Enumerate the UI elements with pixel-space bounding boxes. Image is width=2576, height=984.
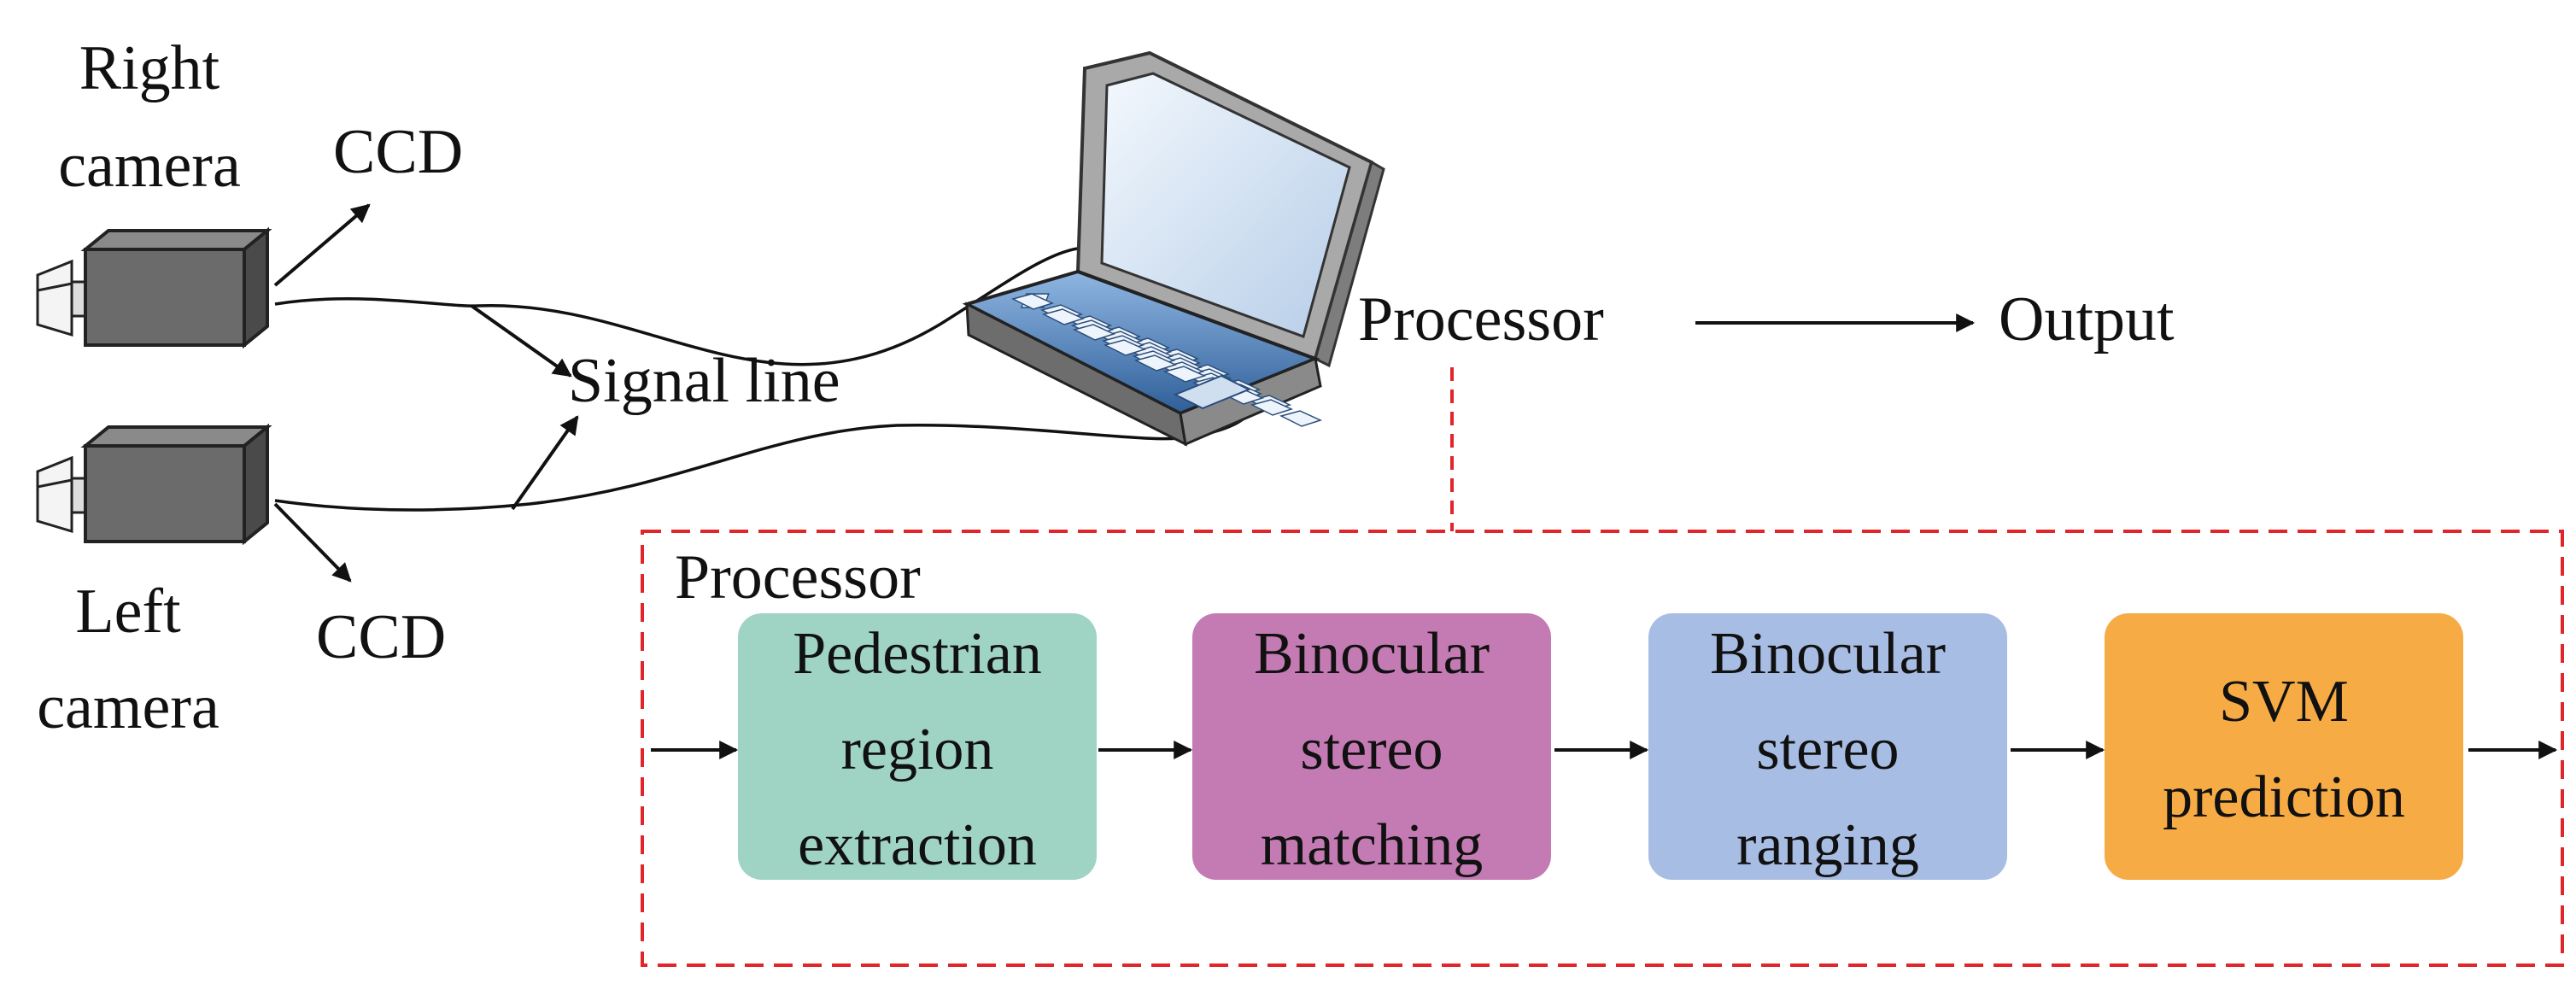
stage-box-ranging [1648,613,2007,880]
signal-line-label: Signal line [568,346,840,416]
ccd-bottom-arrow [273,502,352,583]
stage-pedestrian-text-2: region [841,717,994,782]
stage-pedestrian: Pedestrian region extraction [738,613,1097,880]
left-camera-label-line1: Left [75,577,181,647]
stage-matching-text-2: stereo [1300,717,1443,782]
output-label: Output [1999,284,2175,354]
camera-icon [36,423,272,546]
stage-pedestrian-text-1: Pedestrian [793,621,1042,687]
signal-arrow-bottom [511,415,579,511]
stage-matching-text-1: Binocular [1254,621,1490,687]
laptop-key [1250,399,1294,416]
stage-box-pedestrian [738,613,1097,880]
ccd-top-arrow [273,203,371,287]
processor-box [641,530,2564,967]
laptop-key [1010,293,1055,310]
laptop-key [1133,354,1178,372]
signal-arrow-top [470,304,572,378]
stage-svm: SVM prediction [2105,613,2463,880]
left-camera-label-line2: camera [37,672,220,742]
ccd-top-label: CCD [333,117,463,187]
stage-box-matching [1192,613,1551,880]
stage-ranging-text-3: ranging [1736,812,1919,878]
right-camera-label-line2: camera [58,131,241,201]
laptop-key [1279,410,1323,427]
camera-icon [36,226,272,349]
processor-box-title: Processor [675,542,921,612]
stage-box-svm [2105,613,2463,880]
stage-matching: Binocular stereo matching [1192,613,1551,880]
stage-svm-text-1: SVM [2219,669,2349,735]
stage-pedestrian-text-3: extraction [798,812,1037,878]
laptop-key [1041,308,1086,325]
stage-matching-text-3: matching [1261,812,1483,878]
laptop-key [1072,324,1116,341]
signal-cable-right [274,246,1086,366]
processor-label: Processor [1358,284,1604,354]
laptop-key [1162,366,1207,383]
stage-ranging-text-2: stereo [1756,717,1899,782]
stage-ranging: Binocular stereo ranging [1648,613,2007,880]
laptop-icon [962,50,1385,447]
stage-ranging-text-1: Binocular [1710,621,1946,687]
ccd-bottom-label: CCD [316,602,446,672]
laptop-key [1103,339,1147,356]
right-camera-label-line1: Right [79,33,220,103]
processor-connector [1450,367,1454,490]
stage-svm-text-2: prediction [2163,764,2405,830]
